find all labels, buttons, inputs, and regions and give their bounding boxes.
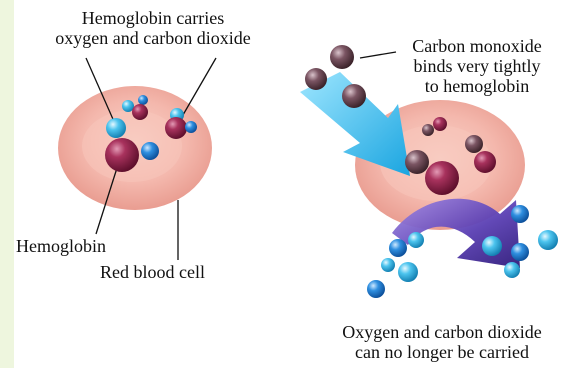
- label-carbon-monoxide: Carbon monoxide binds very tightly to he…: [392, 36, 562, 96]
- hemoglobin-molecule: [165, 117, 187, 139]
- label-line: Hemoglobin carries: [8, 8, 298, 28]
- label-line: Oxygen and carbon dioxide: [318, 322, 566, 342]
- label-line: Red blood cell: [100, 262, 205, 282]
- oxygen-molecule: [122, 100, 134, 112]
- co-leader-line: [360, 52, 396, 58]
- label-line: binds very tightly: [392, 56, 562, 76]
- label-line: Carbon monoxide: [392, 36, 562, 56]
- label-red-blood-cell: Red blood cell: [100, 262, 205, 282]
- label-line: can no longer be carried: [318, 342, 566, 362]
- hemoglobin-small: [132, 104, 148, 120]
- label-result: Oxygen and carbon dioxide can no longer …: [318, 322, 566, 362]
- label-hemoglobin: Hemoglobin: [16, 236, 106, 256]
- label-line: oxygen and carbon dioxide: [8, 28, 298, 48]
- label-hemoglobin-carries: Hemoglobin carries oxygen and carbon dio…: [8, 8, 298, 48]
- oxygen-molecule: [106, 118, 126, 138]
- oxygen-molecule: [138, 95, 148, 105]
- oxygen-molecule: [141, 142, 159, 160]
- oxygen-molecule: [185, 121, 197, 133]
- label-line: to hemoglobin: [392, 76, 562, 96]
- label-line: Hemoglobin: [16, 236, 106, 256]
- hemoglobin-large: [105, 138, 139, 172]
